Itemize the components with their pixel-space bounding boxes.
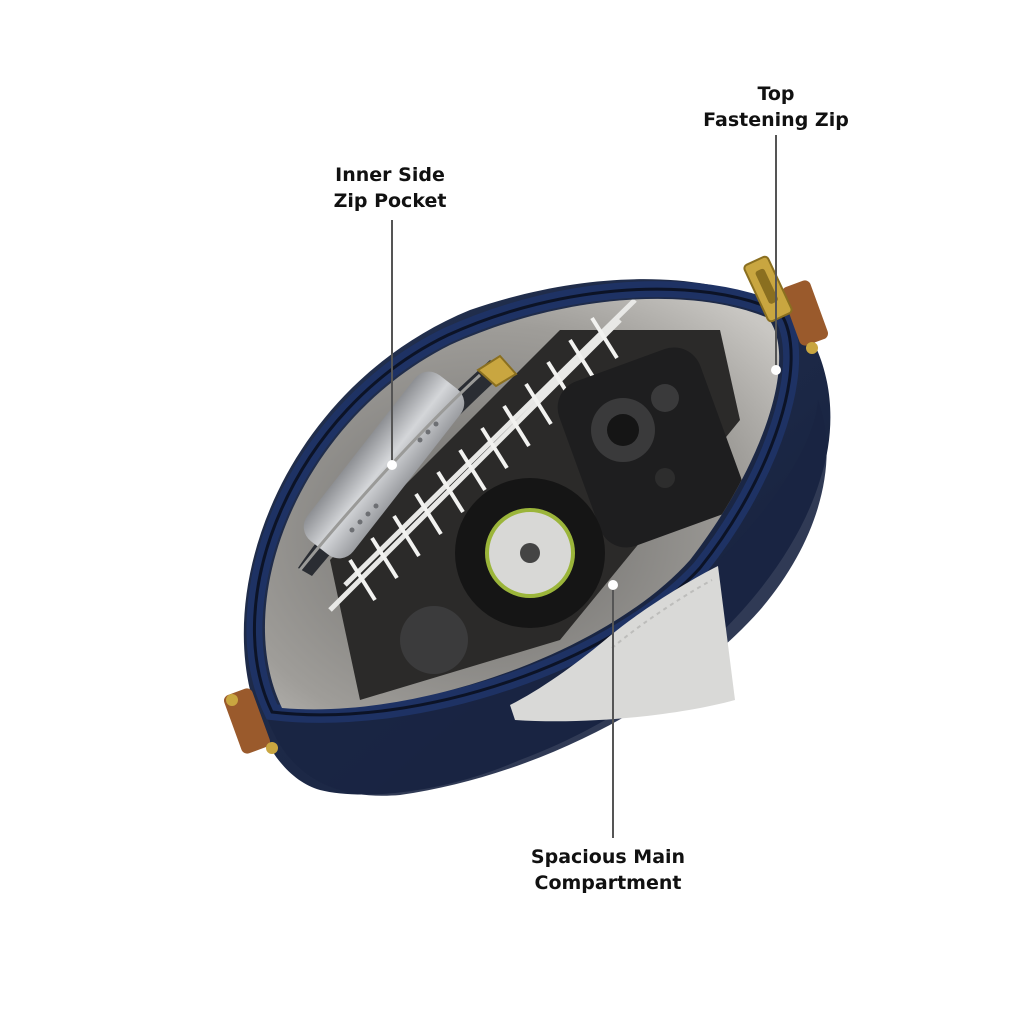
right-strap-tab	[781, 280, 829, 354]
left-strap-tab	[223, 688, 278, 754]
callout-text: Top	[757, 83, 795, 105]
callout-text: Spacious Main	[530, 846, 686, 868]
callout-text: Compartment	[534, 872, 682, 894]
callout-dot-top-zip	[771, 365, 781, 375]
callout-lines	[387, 135, 781, 838]
callout-text: Fastening Zip	[703, 109, 849, 131]
callout-text: Inner Side	[335, 164, 445, 186]
callout-dot-inner-pocket	[387, 460, 397, 470]
pocket-zip-pull	[476, 354, 518, 388]
top-zip-pull	[743, 255, 793, 323]
callout-spacious-main-compartment: Spacious Main Compartment	[531, 844, 685, 896]
main-compartment-interior	[264, 298, 780, 710]
callout-dot-main	[608, 580, 618, 590]
callout-top-fastening-zip: Top Fastening Zip	[703, 81, 849, 133]
callout-inner-side-zip-pocket: Inner Side Zip Pocket	[334, 162, 447, 214]
callout-text: Zip Pocket	[333, 190, 447, 212]
inner-side-zip-pocket	[298, 354, 518, 576]
grey-leather-patch	[510, 566, 735, 722]
